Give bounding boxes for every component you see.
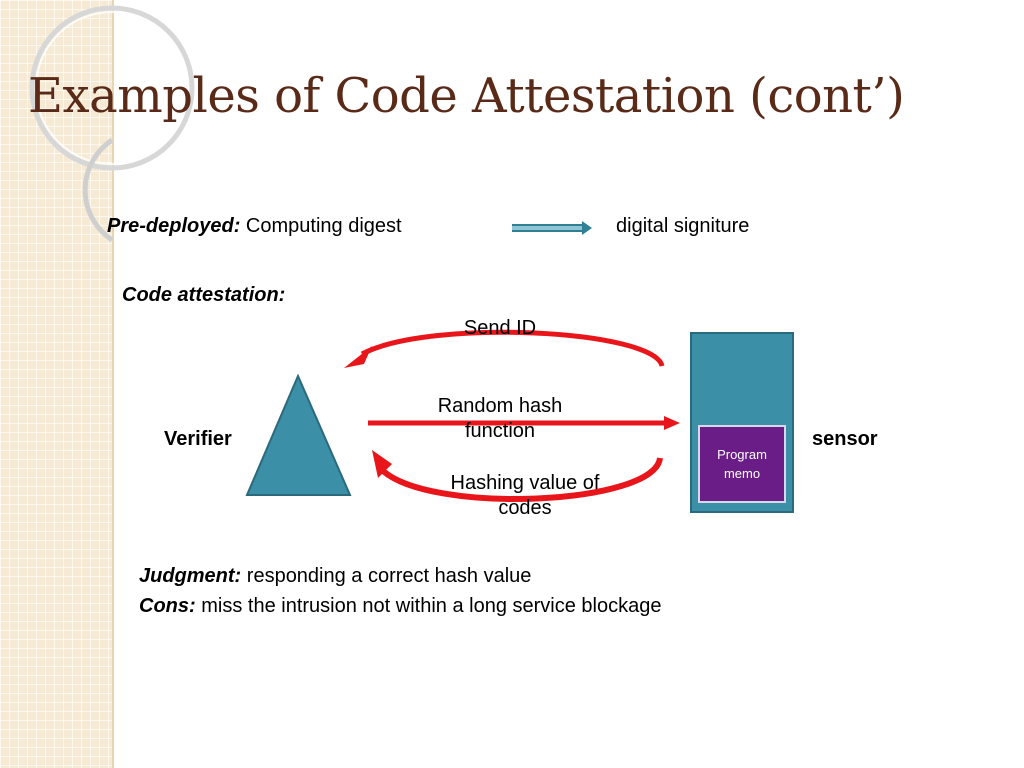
sidebar-edge [112,0,114,768]
memo-line1: Program [717,446,767,462]
cons-line: Cons: miss the intrusion not within a lo… [139,595,661,618]
random-hash-label: Random hash function [405,394,595,444]
cons-text: miss the intrusion not within a long ser… [201,595,662,617]
code-attestation-heading: Code attestation: [122,284,285,307]
sensor-label: sensor [812,428,878,450]
judgment-label: Judgment: [139,565,242,587]
memo-line2: memo [723,466,761,481]
send-id-label: Send ID [463,317,537,339]
verifier-label: Verifier [164,428,232,450]
predeployed-result: digital signiture [616,215,750,237]
predeployed-line: Pre-deployed: Computing digest [107,215,402,238]
send-id-arrow [344,329,665,368]
hashing-value-line2: codes [498,497,552,519]
slide-title: Examples of Code Attestation (cont’) [28,68,905,124]
predeployed-arrow [512,221,592,235]
program-memo-box: Program memo [698,425,786,503]
hashing-value-arrow [372,450,663,502]
hashing-value-line1: Hashing value of [450,472,600,494]
code-attestation-label: Code attestation: [122,284,286,306]
sidebar-pattern [0,0,112,768]
random-hash-line1: Random hash [437,395,563,417]
judgment-text: responding a correct hash value [246,565,532,587]
decorative-circles [29,5,195,243]
cons-label: Cons: [139,595,196,617]
verifier-triangle [245,373,352,496]
predeployed-text: Computing digest [245,215,402,237]
random-hash-arrow [368,416,680,430]
random-hash-line2: function [464,420,536,442]
judgment-line: Judgment: responding a correct hash valu… [139,565,531,588]
hashing-value-label: Hashing value of codes [415,471,635,521]
predeployed-label: Pre-deployed: [107,215,241,237]
